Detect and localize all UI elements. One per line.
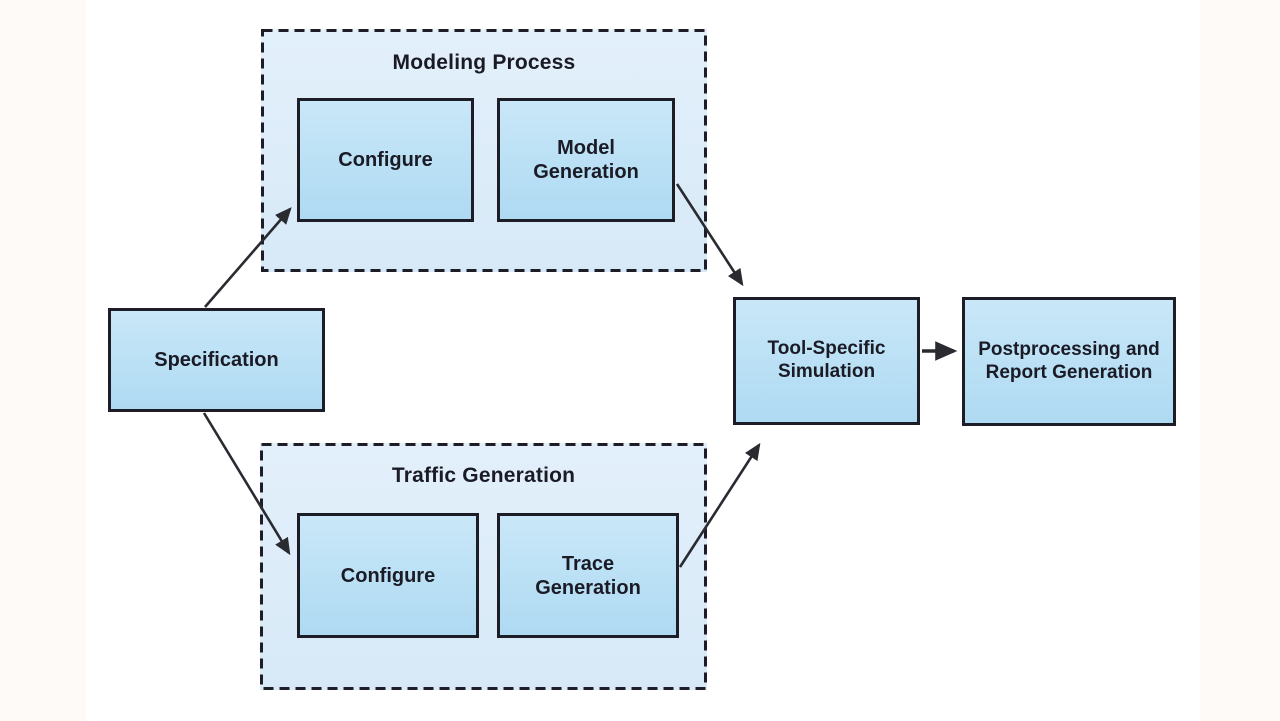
postprocessing-box: Postprocessing and Report Generation bbox=[962, 297, 1176, 426]
model-generation-label: Model Generation bbox=[533, 137, 639, 183]
tool-specific-simulation-label: Tool-Specific Simulation bbox=[767, 338, 886, 382]
model-generation-box: Model Generation bbox=[497, 98, 675, 222]
traffic-generation-title: Traffic Generation bbox=[391, 464, 576, 487]
tool-specific-simulation-box: Tool-Specific Simulation bbox=[733, 297, 920, 425]
postprocessing-label: Postprocessing and Report Generation bbox=[978, 339, 1160, 383]
trace-generation-label: Trace Generation bbox=[535, 552, 641, 599]
specification-label: Specification bbox=[154, 349, 279, 371]
modeling-configure-box: Configure bbox=[297, 98, 474, 222]
right-edge-strip bbox=[1200, 0, 1280, 721]
traffic-configure-box: Configure bbox=[297, 513, 479, 638]
specification-box: Specification bbox=[108, 308, 325, 412]
left-edge-strip bbox=[0, 0, 86, 721]
modeling-process-title: Modeling Process bbox=[392, 51, 576, 74]
trace-generation-box: Trace Generation bbox=[497, 513, 679, 638]
modeling-configure-label: Configure bbox=[338, 149, 433, 171]
traffic-configure-label: Configure bbox=[340, 564, 436, 587]
